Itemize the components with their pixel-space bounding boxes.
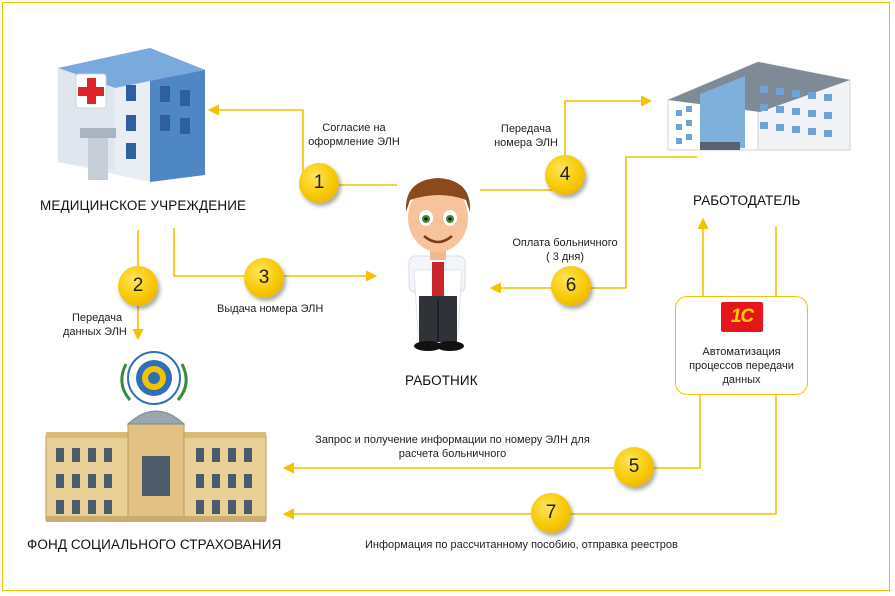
node-fss-title: ФОНД СОЦИАЛЬНОГО СТРАХОВАНИЯ bbox=[27, 537, 282, 552]
step-7-label: Информация по рассчитанному пособию, отп… bbox=[365, 539, 678, 551]
arrow-step-3 bbox=[173, 228, 378, 282]
step-2-label-line2: данных ЭЛН bbox=[63, 326, 127, 338]
step-4-label-line1: Передача bbox=[500, 123, 552, 135]
automation-text-line2: процессов передачи bbox=[689, 360, 794, 372]
worker-icon bbox=[405, 178, 471, 351]
step-badge-2: 2 bbox=[118, 266, 158, 306]
step-6-label-line2: ( 3 дня) bbox=[545, 251, 584, 263]
step-4-label-line2: номера ЭЛН bbox=[494, 137, 558, 149]
automation-text-line3: данных bbox=[722, 374, 761, 386]
step-3-label: Выдача номера ЭЛН bbox=[217, 303, 324, 315]
logo-1c-icon: 1С bbox=[721, 302, 763, 332]
arrow-step-4 bbox=[480, 95, 653, 191]
step-badge-1: 1 bbox=[299, 163, 339, 203]
fss-building-icon bbox=[45, 410, 267, 522]
hospital-icon bbox=[58, 48, 205, 182]
step-badge-3: 3 bbox=[244, 258, 284, 298]
step-badge-4: 4 bbox=[545, 155, 585, 195]
step-1-label-line1: Согласие на bbox=[322, 122, 386, 134]
arrow-step-1 bbox=[207, 104, 397, 186]
office-building-icon bbox=[667, 61, 851, 151]
arrow-step-6 bbox=[489, 156, 697, 294]
step-6-label-line1: Оплата больничного bbox=[512, 237, 618, 249]
automation-text-line1: Автоматизация bbox=[702, 346, 781, 358]
node-employer-title: РАБОТОДАТЕЛЬ bbox=[693, 193, 801, 208]
step-5-label-line1: Запрос и получение информации по номеру … bbox=[315, 434, 590, 446]
arrow-step-7 bbox=[282, 395, 777, 520]
step-5-label-line2: расчета больничного bbox=[398, 448, 507, 460]
step-2-label-line1: Передача bbox=[72, 312, 123, 324]
fss-emblem-icon bbox=[120, 351, 188, 405]
step-badge-7: 7 bbox=[531, 493, 571, 533]
step-badge-6: 6 bbox=[551, 266, 591, 306]
node-worker-title: РАБОТНИК bbox=[405, 373, 478, 388]
node-medical-title: МЕДИЦИНСКОЕ УЧРЕЖДЕНИЕ bbox=[40, 198, 247, 213]
step-1-label-line2: оформление ЭЛН bbox=[308, 136, 400, 148]
step-badge-5: 5 bbox=[614, 447, 654, 487]
arrow-step-5 bbox=[282, 395, 701, 474]
